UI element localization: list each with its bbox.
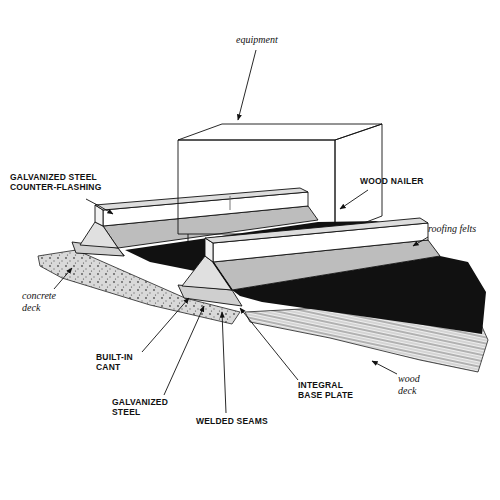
part-label: INTEGRAL BASE PLATE — [298, 381, 362, 401]
leader-lines — [54, 50, 428, 413]
part-label: roofing felts — [428, 223, 494, 235]
part-label: equipment — [236, 34, 306, 46]
part-label: BUILT-IN CANT — [96, 353, 144, 373]
front-curb — [178, 218, 440, 306]
part-label: WELDED SEAMS — [196, 417, 296, 427]
part-label: concrete deck — [22, 290, 68, 313]
concrete-deck — [38, 250, 240, 324]
part-label: wood deck — [398, 373, 434, 396]
part-label: WOOD NAILER — [360, 177, 450, 187]
part-label: GALVANIZED STEEL COUNTER-FLASHING — [10, 173, 110, 193]
part-label: GALVANIZED STEEL — [112, 398, 180, 418]
